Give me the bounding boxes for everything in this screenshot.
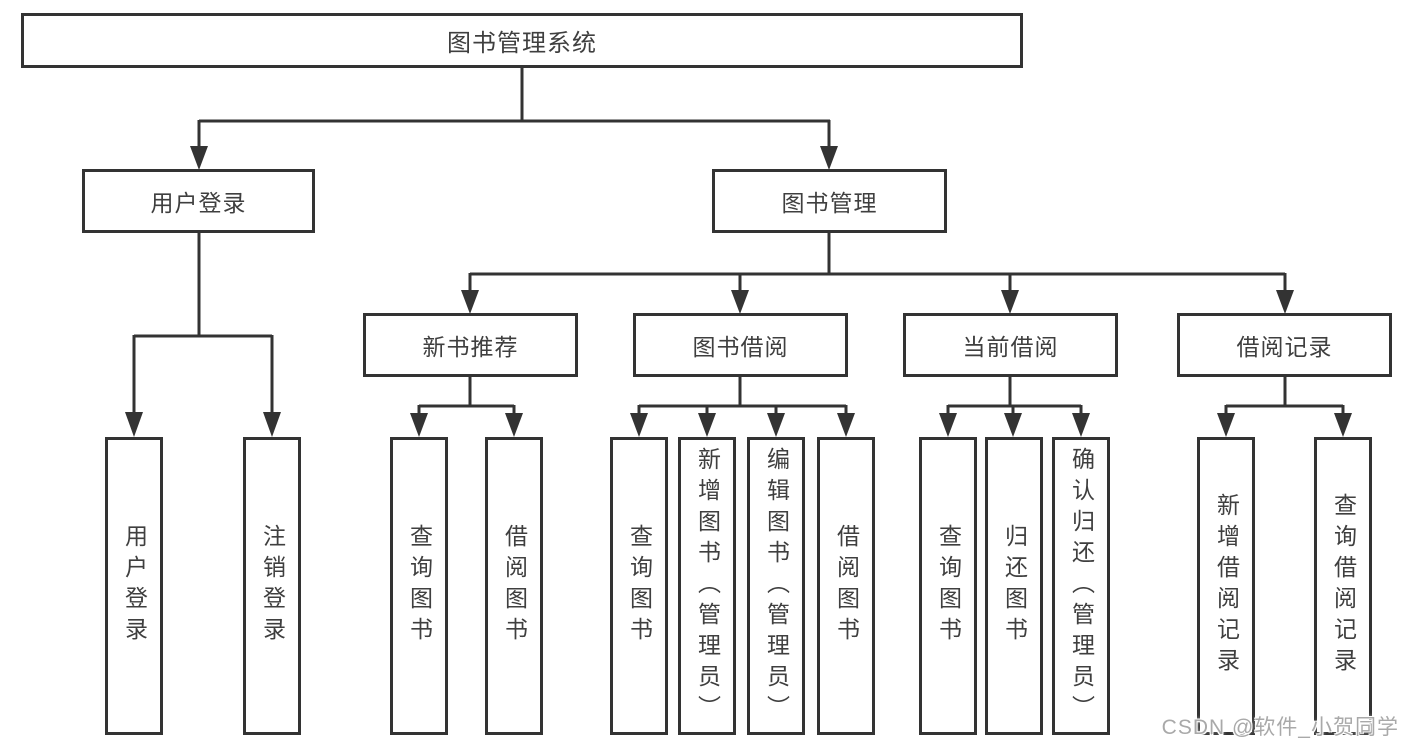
leaf-label: 查询图书 — [406, 524, 433, 648]
leaf-label: 用户登录 — [121, 524, 148, 648]
node-current-borrow: 当前借阅 — [903, 313, 1118, 377]
node-label: 图书借阅 — [692, 334, 789, 360]
leaf-user-login: 用户登录 — [105, 437, 163, 735]
leaf-query-books-borrow: 查询图书 — [610, 437, 668, 735]
leaf-label: 借阅图书 — [833, 524, 860, 648]
leaf-label: 编辑图书（管理员） — [763, 446, 790, 726]
leaf-add-borrow-record: 新增借阅记录 — [1197, 437, 1255, 735]
node-book-borrow: 图书借阅 — [633, 313, 848, 377]
leaf-borrow-books-recommend: 借阅图书 — [485, 437, 543, 735]
node-label: 借阅记录 — [1236, 334, 1333, 360]
leaf-borrow-books: 借阅图书 — [817, 437, 875, 735]
node-user-login: 用户登录 — [82, 169, 315, 233]
leaf-logout: 注销登录 — [243, 437, 301, 735]
node-label: 图书管理系统 — [447, 30, 597, 57]
node-label: 图书管理 — [781, 190, 878, 216]
leaf-label: 查询图书 — [626, 524, 653, 648]
leaf-add-books-admin: 新增图书（管理员） — [678, 437, 736, 735]
node-borrow-records: 借阅记录 — [1177, 313, 1392, 377]
leaf-label: 借阅图书 — [501, 524, 528, 648]
node-library-management-system: 图书管理系统 — [21, 13, 1023, 68]
leaf-query-books-current: 查询图书 — [919, 437, 977, 735]
leaf-edit-books-admin: 编辑图书（管理员） — [747, 437, 805, 735]
leaf-query-books-recommend: 查询图书 — [390, 437, 448, 735]
csdn-watermark: CSDN @软件_小贺同学 — [1161, 716, 1399, 739]
leaf-label: 查询图书 — [935, 524, 962, 648]
node-label: 当前借阅 — [962, 334, 1059, 360]
leaf-label: 查询借阅记录 — [1330, 493, 1357, 679]
leaf-label: 归还图书 — [1001, 524, 1028, 648]
leaf-label: 注销登录 — [259, 524, 286, 648]
leaf-query-borrow-record: 查询借阅记录 — [1314, 437, 1372, 735]
node-book-management: 图书管理 — [712, 169, 947, 233]
arrowheads — [125, 146, 1352, 437]
leaf-label: 确认归还（管理员） — [1068, 446, 1095, 726]
leaf-confirm-return-admin: 确认归还（管理员） — [1052, 437, 1110, 735]
leaf-label: 新增图书（管理员） — [694, 446, 721, 726]
node-label: 新书推荐 — [422, 334, 519, 360]
leaf-return-books: 归还图书 — [985, 437, 1043, 735]
node-new-book-recommend: 新书推荐 — [363, 313, 578, 377]
node-label: 用户登录 — [150, 190, 247, 216]
leaf-label: 新增借阅记录 — [1213, 493, 1240, 679]
